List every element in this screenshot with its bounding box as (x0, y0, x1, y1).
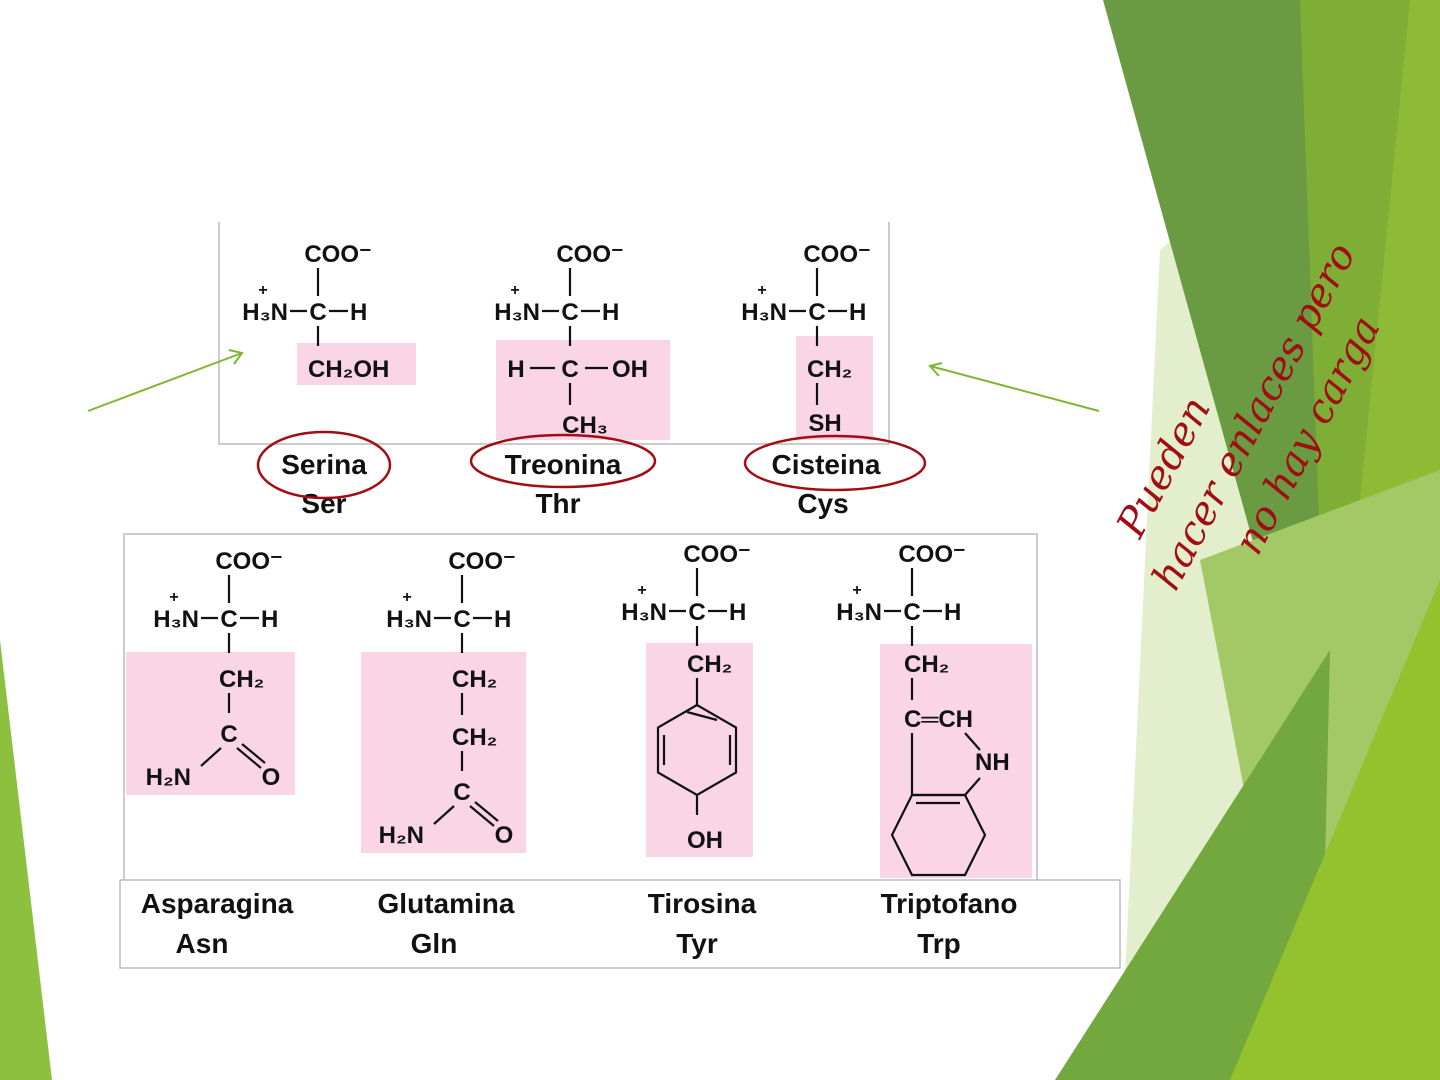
side-chain-label: C (561, 356, 578, 383)
side-chain-label: OH (612, 356, 648, 383)
amino-acid-name: Treonina (505, 449, 622, 480)
amine-label: H₃N (836, 599, 882, 626)
amino-acid-abbreviation: Asn (176, 928, 229, 959)
alpha-carbon-label: C (688, 599, 705, 626)
carboxylate-label: COO⁻ (803, 241, 870, 268)
side-chain-label: CH₂ (807, 356, 852, 383)
indole-benzene-ring (890, 793, 987, 877)
amine-label: H₃N (494, 299, 540, 326)
alpha-hydrogen-label: H (849, 299, 866, 326)
bond-line (469, 805, 495, 827)
amino-acid-name: Glutamina (378, 888, 515, 919)
alpha-carbon-label: C (808, 299, 825, 326)
alpha-carbon-label: C (309, 299, 326, 326)
side-chain-label: H (507, 356, 524, 383)
alpha-hydrogen-label: H (494, 606, 511, 633)
amino-acid-abbreviation: Cys (797, 488, 848, 519)
alpha-carbon-label: C (220, 606, 237, 633)
bond-line (474, 801, 499, 822)
carboxylate-label: COO⁻ (556, 241, 623, 268)
amino-acid-name: Asparagina (141, 888, 294, 919)
handwritten-annotation: Pueden hacer enlaces pero no hay carga (1108, 236, 1390, 598)
bg-bottom-green-triangle (1055, 650, 1330, 1080)
carboxylate-label: COO⁻ (448, 548, 515, 575)
red-circle-highlight (256, 430, 392, 500)
side-chain-label: H₂N (146, 764, 191, 791)
positive-charge: + (402, 589, 411, 606)
bond-line (964, 732, 981, 751)
positive-charge: + (852, 582, 861, 599)
side-chain-label: C (220, 721, 237, 748)
positive-charge: + (510, 282, 519, 299)
figure-frames (119, 222, 1121, 969)
alpha-hydrogen-label: H (602, 299, 619, 326)
side-chain-label: CH₂ (219, 666, 264, 693)
bond-line (200, 747, 222, 767)
side-chain-label: C═CH (904, 706, 973, 733)
side-chain-label: CH₂ (452, 724, 497, 751)
side-chain-label: OH (687, 827, 723, 854)
amino-acid-abbreviation: Tyr (676, 928, 718, 959)
side-chain-label: H₂N (379, 822, 424, 849)
alpha-carbon-label: C (453, 606, 470, 633)
bg-bottom-right-triangle (1230, 580, 1440, 1080)
annotation-arrows (87, 349, 1100, 412)
amine-label: H₃N (621, 599, 667, 626)
side-chain-label: CH₂ (452, 666, 497, 693)
amino-acid-name: Tirosina (648, 888, 757, 919)
side-chain-label: CH₂OH (308, 356, 389, 383)
alpha-carbon-label: C (903, 599, 920, 626)
side-chain-label: CH₂ (904, 651, 949, 678)
alpha-hydrogen-label: H (350, 299, 367, 326)
amine-label: H₃N (153, 606, 199, 633)
side-chain-label: O (262, 764, 281, 791)
bg-left-green-sliver (0, 640, 52, 1080)
alpha-hydrogen-label: H (944, 599, 961, 626)
side-chain-label: SH (808, 410, 841, 437)
amino-acid-name: Triptofano (881, 888, 1018, 919)
alpha-carbon-label: C (561, 299, 578, 326)
positive-charge: + (258, 282, 267, 299)
amino-acid-abbreviation: Trp (917, 928, 961, 959)
carboxylate-label: COO⁻ (215, 548, 282, 575)
amino-acid-name: Cisteina (772, 449, 881, 480)
side-chain-label: O (495, 822, 514, 849)
amine-label: H₃N (741, 299, 787, 326)
alpha-hydrogen-label: H (261, 606, 278, 633)
positive-charge: + (169, 589, 178, 606)
bond-line (236, 747, 262, 769)
bond-line (241, 743, 266, 764)
positive-charge: + (637, 582, 646, 599)
carboxylate-label: COO⁻ (898, 541, 965, 568)
side-chain-label: NH (975, 749, 1010, 776)
red-circle-highlight (469, 433, 657, 489)
bond-line (964, 777, 981, 796)
bond-line (433, 805, 455, 825)
amino-acid-abbreviation: Thr (535, 488, 580, 519)
red-circle-highlight (743, 434, 927, 492)
positive-charge: + (757, 282, 766, 299)
alpha-hydrogen-label: H (729, 599, 746, 626)
amino-acid-abbreviation: Gln (411, 928, 458, 959)
amine-label: H₃N (386, 606, 432, 633)
bond-line (686, 710, 718, 722)
amino-acid-abbreviation: Ser (301, 488, 346, 519)
amine-label: H₃N (242, 299, 288, 326)
side-chain-label: CH₂ (687, 651, 732, 678)
side-chain-label: C (453, 779, 470, 806)
amino-acid-name: Serina (281, 449, 367, 480)
carboxylate-label: COO⁻ (304, 241, 371, 268)
carboxylate-label: COO⁻ (683, 541, 750, 568)
